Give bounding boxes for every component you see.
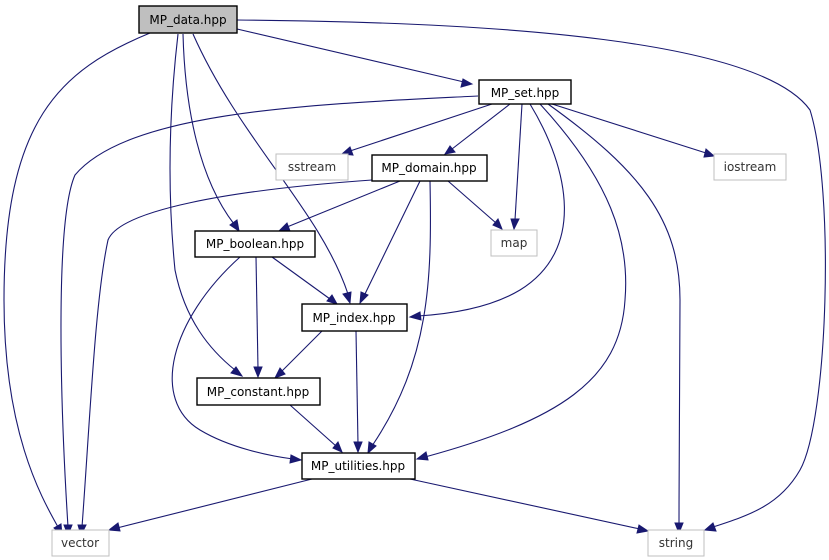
node-string-label: string: [659, 536, 693, 550]
node-mp-constant-label: MP_constant.hpp: [207, 385, 309, 399]
edge-mp-set-to-map: [514, 103, 523, 221]
edge-mp-domain-to-mp-index: [363, 180, 421, 297]
edge-mp-boolean-to-mp-utilities-arrowhead: [289, 454, 303, 464]
edge-mp-data-to-vector: [3, 32, 151, 528]
edge-mp-domain-to-vector: [81, 179, 373, 528]
edge-mp-set-to-mp-utilities: [424, 103, 627, 458]
node-mp-set-label: MP_set.hpp: [491, 86, 560, 100]
node-mp-utilities[interactable]: MP_utilities.hpp: [301, 452, 416, 480]
node-mp-index[interactable]: MP_index.hpp: [301, 303, 408, 332]
edge-mp-data-to-mp-boolean-arrowhead: [229, 219, 240, 233]
edge-mp-data-to-mp-set-arrowhead: [460, 78, 474, 88]
edge-mp-set-to-mp-utilities-arrowhead: [415, 451, 429, 461]
edge-mp-domain-to-mp-utilities-arrowhead: [367, 441, 377, 455]
edge-mp-boolean-to-mp-constant: [255, 256, 259, 370]
edge-mp-boolean-to-mp-utilities: [171, 256, 294, 460]
edge-mp-set-to-mp-index-arrowhead: [408, 311, 422, 321]
node-mp-boolean[interactable]: MP_boolean.hpp: [194, 230, 316, 258]
edge-mp-set-to-sstream: [349, 103, 493, 152]
edge-mp-utilities-to-vector-arrowhead: [107, 522, 121, 532]
edge-mp-set-to-iostream-arrowhead: [703, 148, 716, 158]
node-iostream[interactable]: iostream: [713, 153, 787, 181]
edge-mp-domain-to-mp-index-arrowhead: [359, 291, 369, 305]
node-string[interactable]: string: [647, 529, 705, 557]
edge-layer: [3, 19, 826, 537]
edge-mp-utilities-to-string: [409, 478, 641, 530]
edge-mp-data-to-mp-constant: [169, 33, 236, 371]
edge-mp-constant-to-mp-utilities-arrowhead: [332, 441, 343, 453]
node-iostream-label: iostream: [724, 160, 777, 174]
edge-mp-data-to-mp-set: [236, 28, 465, 83]
edge-mp-set-to-string: [547, 103, 681, 526]
node-vector[interactable]: vector: [51, 529, 110, 557]
edge-mp-domain-to-mp-utilities: [371, 180, 432, 447]
node-mp-utilities-label: MP_utilities.hpp: [311, 459, 405, 473]
edge-mp-domain-to-mp-boolean: [286, 180, 401, 228]
node-mp-data-label: MP_data.hpp: [149, 13, 226, 27]
node-mp-domain[interactable]: MP_domain.hpp: [371, 154, 488, 182]
edge-mp-set-to-mp-domain: [451, 103, 511, 150]
node-mp-boolean-label: MP_boolean.hpp: [206, 237, 304, 251]
edge-mp-index-to-mp-utilities: [355, 330, 359, 445]
edge-mp-constant-to-mp-utilities: [289, 404, 337, 447]
node-mp-constant[interactable]: MP_constant.hpp: [196, 377, 321, 406]
edge-mp-boolean-to-mp-constant-arrowhead: [253, 366, 263, 379]
node-sstream-label: sstream: [288, 160, 336, 174]
edge-mp-data-to-string-arrowhead: [703, 522, 717, 532]
node-map[interactable]: map: [490, 229, 538, 257]
edge-mp-domain-to-mp-boolean-arrowhead: [277, 222, 291, 232]
node-map-label: map: [501, 236, 528, 250]
edge-mp-boolean-to-mp-index: [271, 256, 331, 300]
edge-mp-index-to-mp-utilities-arrowhead: [353, 441, 363, 454]
edge-mp-set-to-map-arrowhead: [510, 218, 520, 231]
edge-mp-domain-to-map: [447, 180, 497, 224]
edge-mp-data-to-mp-constant-arrowhead: [230, 366, 244, 377]
edge-mp-data-to-string: [236, 19, 826, 528]
edge-mp-data-to-mp-index-arrowhead: [342, 291, 352, 305]
edge-mp-utilities-to-string-arrowhead: [636, 524, 650, 534]
edge-mp-index-to-mp-constant: [280, 330, 323, 373]
node-vector-label: vector: [61, 536, 99, 550]
edge-mp-set-to-string-arrowhead: [674, 522, 684, 535]
node-mp-domain-label: MP_domain.hpp: [381, 161, 476, 175]
edge-mp-data-to-mp-boolean: [182, 33, 235, 225]
node-mp-index-label: MP_index.hpp: [312, 311, 395, 325]
edge-mp-set-to-iostream: [551, 103, 707, 154]
edge-mp-set-to-mp-index: [417, 103, 565, 317]
edge-mp-set-to-vector: [60, 95, 479, 528]
node-mp-data[interactable]: MP_data.hpp: [138, 5, 238, 34]
edge-mp-domain-to-map-arrowhead: [492, 218, 503, 230]
edge-mp-utilities-to-vector: [116, 478, 313, 529]
node-sstream[interactable]: sstream: [275, 153, 349, 181]
edge-mp-boolean-to-mp-index-arrowhead: [326, 294, 339, 305]
edge-mp-set-to-mp-domain-arrowhead: [443, 145, 456, 155]
node-mp-set[interactable]: MP_set.hpp: [478, 79, 572, 105]
edge-mp-index-to-mp-constant-arrowhead: [273, 367, 286, 379]
node-layer: MP_data.hpp MP_set.hpp sstream MP_domain…: [51, 5, 787, 557]
